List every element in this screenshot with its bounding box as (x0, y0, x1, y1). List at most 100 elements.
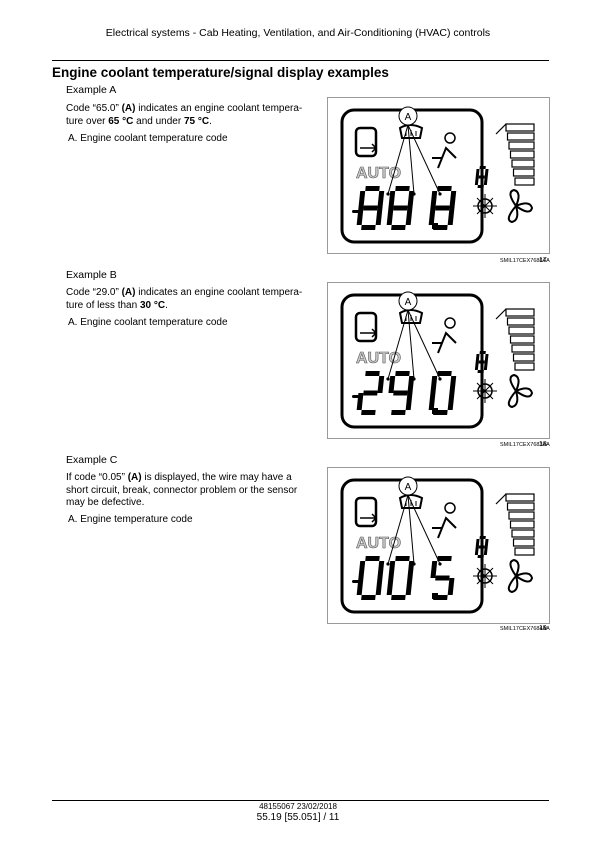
fan-icon (507, 188, 534, 224)
lcd-digit-segment (484, 539, 489, 547)
fan-speed-bar (509, 150, 535, 159)
defrost-icon (398, 124, 424, 139)
lcd-digit-segment (358, 561, 366, 578)
lcd-digit-segment (483, 547, 488, 555)
example-a-text: Code “65.0” (A) indicates an engine cool… (66, 103, 303, 127)
fan-speed-bar (506, 317, 535, 326)
lcd-digit-segment (358, 191, 366, 208)
callout-arrow (407, 309, 441, 380)
footer-page-number: 55.19 [55.051] / 11 (256, 812, 340, 823)
callout-arrow (407, 124, 415, 195)
callout-label: A (405, 112, 412, 123)
lcd-digit-segment (475, 354, 480, 362)
auto-label: AUTO (356, 535, 401, 552)
example-c-legend-item: A. Engine temperature code (68, 514, 193, 525)
callout-arrow (387, 494, 409, 565)
lcd-digit-segment (428, 393, 436, 410)
example-b-heading: Example B (66, 269, 117, 281)
example-a-heading: Example A (66, 84, 117, 96)
lcd-digit-segment (386, 208, 394, 225)
callout-arrowhead (438, 562, 442, 566)
callout-arrow (407, 124, 441, 195)
callout-arrowhead (386, 562, 390, 566)
lcd-digit-segment (449, 376, 457, 393)
lcd-digit-segment (477, 370, 484, 373)
lcd-digit-segment (447, 393, 455, 410)
lcd-digit-segment (388, 376, 396, 393)
lcd-digit-segment (483, 362, 488, 370)
person-body-icon (432, 516, 457, 539)
footer-rule (52, 800, 549, 801)
lcd-digit-segment (395, 186, 410, 191)
section-title: Engine coolant temperature/signal displa… (52, 65, 389, 80)
lcd-digit-segment (477, 555, 484, 558)
fan-speed-bar (512, 168, 535, 177)
lcd-digit-segment (430, 191, 438, 208)
lcd-digit-segment (361, 410, 376, 415)
callout-arrow (407, 494, 415, 565)
fan-icon (507, 558, 534, 594)
person-body-icon (432, 146, 457, 169)
lcd-digit-segment (483, 177, 488, 185)
fan-speed-bar (505, 123, 535, 132)
lcd-digit-segment (428, 208, 436, 225)
arrow-icon (360, 513, 378, 523)
callout-arrowhead (386, 377, 390, 381)
lcd-digit-segment (377, 191, 385, 208)
lcd-digit-segment (375, 208, 383, 225)
fan-speed-bar (508, 511, 535, 520)
snowflake-rays (473, 379, 497, 403)
lcd-digit-segment (361, 595, 376, 600)
lcd-digit-segment (377, 561, 385, 578)
lcd-digit-segment (479, 351, 486, 354)
lcd-digit-segment (479, 536, 486, 539)
defrost-icon (398, 309, 424, 324)
lcd-digit-segment (484, 169, 489, 177)
callout-arrow (387, 309, 409, 380)
fan-speed-bar (508, 141, 535, 150)
fan-speed-bar (512, 538, 535, 547)
lcd-digit-segment (388, 561, 396, 578)
arrow-icon (360, 328, 378, 338)
fan-speed-bar (514, 177, 535, 186)
lcd-digit-segment (407, 561, 415, 578)
lcd-digit-segment (449, 191, 457, 208)
arrow-icon (360, 143, 378, 153)
person-head-icon (444, 317, 456, 329)
fan-speed-bar (505, 493, 535, 502)
example-b-text: Code “29.0” (A) indicates an engine cool… (66, 287, 303, 311)
lcd-digit-segment (356, 393, 364, 410)
lcd-digit-segment (477, 185, 484, 188)
fan-speed-bar (511, 159, 535, 168)
recirculation-icon (354, 126, 378, 158)
lcd-digit-segment (478, 545, 485, 549)
lcd-digit-segment (361, 225, 376, 230)
footer-doc-id: 48155067 23/02/2018 (259, 802, 337, 811)
lcd-digit-segment (447, 578, 455, 595)
lcd-digit-segment (478, 360, 485, 364)
fan-speed-bar-edge (495, 123, 507, 135)
snowflake-rays (473, 564, 497, 588)
lcd-digit-segment (365, 186, 380, 191)
example-b-legend-item: A. Engine coolant temperature code (68, 317, 228, 328)
recirculation-icon (354, 496, 378, 528)
example-c-heading: Example C (66, 454, 118, 466)
callout-arrowhead (412, 192, 416, 196)
fan-speed-bar-edge (495, 493, 507, 505)
lcd-digit-segment (437, 556, 452, 561)
fan-speed-bar (506, 502, 535, 511)
person-head-icon (444, 132, 456, 144)
lcd-digit-segment (388, 191, 396, 208)
person-body-icon (432, 331, 457, 354)
person-head-icon (444, 502, 456, 514)
decimal-point (432, 223, 438, 229)
fan-speed-bar (514, 547, 535, 556)
figure-18-caption: SMIL17CEX7683AA (500, 442, 550, 448)
lcd-digit-segment (405, 578, 413, 595)
figure-17-caption: SMIL17CEX7686AA (500, 258, 550, 264)
lcd-digit-segment (365, 371, 380, 376)
lcd-digit-segment (393, 205, 408, 211)
lcd-digit-segment (447, 208, 455, 225)
fan-speed-bar (509, 335, 535, 344)
